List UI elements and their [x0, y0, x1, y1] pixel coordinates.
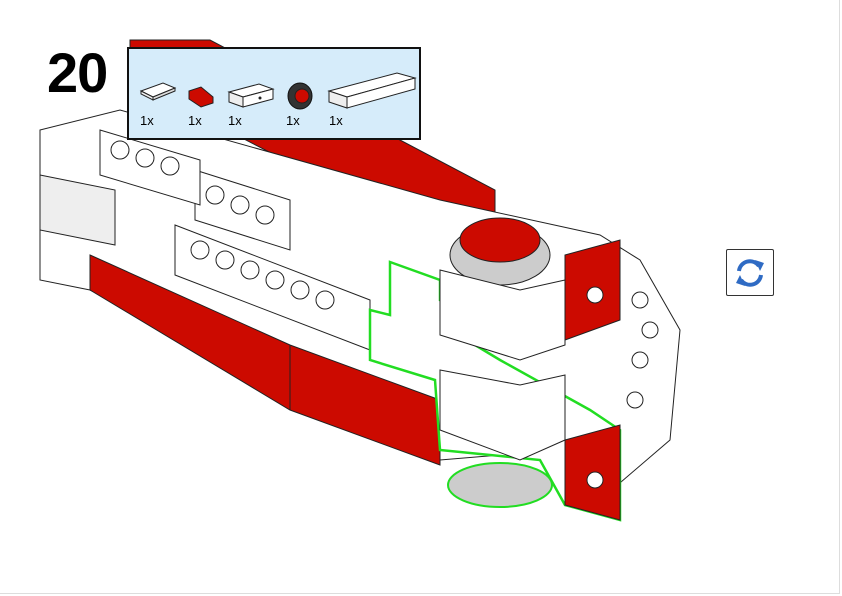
- part-quantity: 1x: [140, 113, 154, 128]
- part-quantity: 1x: [188, 113, 202, 128]
- part-slope-2x2-red: [187, 85, 217, 114]
- part-brick-2x4-white-hole: [227, 82, 277, 115]
- part-quantity: 1x: [329, 113, 343, 128]
- parts-list-callout: 1x 1x 1x 1x 1x: [127, 47, 421, 140]
- part-wheel: [286, 81, 314, 116]
- part-quantity: 1x: [228, 113, 242, 128]
- part-quantity: 1x: [286, 113, 300, 128]
- part-brick-2x8-white: [327, 71, 417, 116]
- part-plate-2x4-white: [139, 79, 177, 106]
- rotate-view-button[interactable]: [726, 249, 774, 296]
- step-number: 20: [47, 41, 108, 104]
- refresh-icon: [736, 258, 764, 287]
